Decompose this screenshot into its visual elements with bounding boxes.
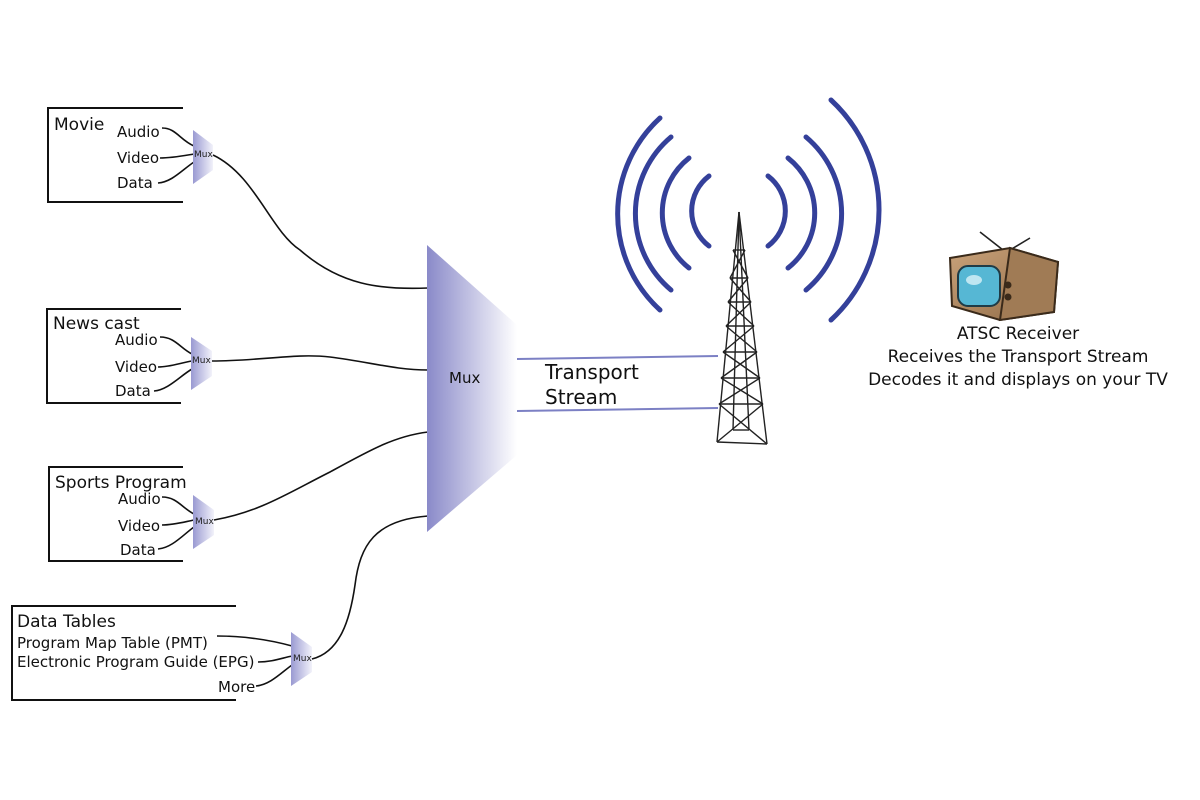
transport-line-bottom [516,407,719,412]
program-group-sports: Sports Program Audio Video Data Mux [48,466,214,562]
wire-sports-to-mux [213,431,429,521]
small-mux [193,495,214,549]
input-label: Electronic Program Guide (EPG) [17,653,254,671]
small-mux [291,632,312,686]
program-title: Data Tables [17,612,116,632]
program-group-data-tables: Data Tables Program Map Table (PMT) Elec… [11,605,312,701]
small-mux-label: Mux [194,150,213,160]
small-mux-label: Mux [293,654,312,664]
television-icon [948,231,1060,322]
input-label: Audio [115,331,158,349]
main-mux [427,245,517,532]
wire-newscast-to-mux [211,355,429,371]
input-label: Data [115,382,151,400]
receiver-title: ATSC Receiver [957,324,1079,344]
input-label: Video [115,358,157,376]
input-label: Video [117,149,159,167]
wire-movie-to-mux [212,154,429,290]
main-mux-label: Mux [449,369,480,387]
program-title: News cast [53,314,140,334]
program-group-movie: Movie Audio Video Data Mux [47,107,213,203]
input-label: Data [120,541,156,559]
input-label: Program Map Table (PMT) [17,634,208,652]
program-title: Sports Program [55,473,187,493]
small-mux [193,130,213,184]
radio-waves-icon [615,97,882,323]
input-label: Audio [117,123,160,141]
transport-line-top [516,355,719,360]
input-label: Data [117,174,153,192]
input-label: Audio [118,490,161,508]
small-mux-label: Mux [192,356,211,366]
antenna-tower-icon [716,211,768,445]
program-group-newscast: News cast Audio Video Data Mux [46,308,212,404]
small-mux [191,337,212,390]
receiver-line2: Receives the Transport Stream [888,347,1149,367]
small-mux-label: Mux [195,517,214,527]
transport-stream-label: Stream [545,385,617,409]
transport-stream-label: Transport [544,360,639,384]
wire-tables-to-mux [311,515,429,660]
input-label: More [218,678,255,696]
program-title: Movie [54,115,104,135]
receiver-line3: Decodes it and displays on your TV [868,370,1168,390]
input-label: Video [118,517,160,535]
